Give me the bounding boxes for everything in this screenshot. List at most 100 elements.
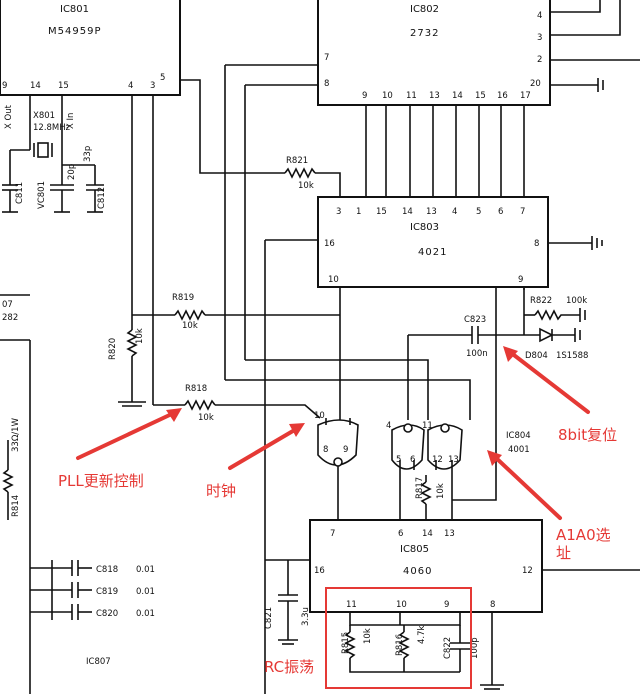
- c822-ref: C822: [443, 637, 453, 659]
- c812-value: 33p: [83, 146, 93, 162]
- r820-value: 10k: [135, 328, 145, 344]
- ic804-part: 4001: [508, 445, 530, 455]
- r815-ref: R815: [341, 632, 351, 654]
- r817-ref: R817: [415, 477, 425, 499]
- ic803-pin-16: 16: [324, 239, 335, 249]
- r814-note: 33Ω/1W: [11, 417, 21, 452]
- c821-value: 3.3u: [301, 607, 311, 626]
- ic801-pin-4: 4: [128, 81, 133, 91]
- r819-ref: R819: [172, 293, 194, 303]
- ic804: IC804 4001 10 8 9 4 5 6 11 12 13: [314, 411, 531, 520]
- ic802-pin-20: 20: [530, 79, 541, 89]
- crystal-section: X Out X In X801 12.8MHz C811 VC801 20p C…: [2, 95, 107, 213]
- ic802-part: 2732: [410, 28, 439, 39]
- bypass-caps: C818 0.01 C819 0.01 C820 0.01: [30, 560, 155, 620]
- ic805-pin-6: 6: [398, 529, 403, 539]
- r821: R821 10k: [180, 79, 341, 197]
- d804-ref: D804: [525, 351, 548, 361]
- c818-ref: C818: [96, 565, 118, 575]
- c820-value: 0.01: [136, 609, 155, 619]
- r822-value: 100k: [566, 296, 587, 306]
- ic801-pin-14: 14: [30, 81, 41, 91]
- ic804-pin-6: 6: [410, 455, 415, 465]
- ic801-part: M54959P: [48, 26, 101, 37]
- ic802-pin-10: 10: [382, 91, 393, 101]
- c811-ref: C811: [15, 182, 25, 204]
- ic802-to-ic803-bus: [365, 105, 525, 197]
- annotation-a1a0: A1A0选 址: [487, 450, 611, 562]
- ic802-pin-8: 8: [324, 79, 329, 89]
- ic802-pin-17: 17: [520, 91, 531, 101]
- c821-ref: C821: [264, 607, 274, 629]
- reset-network: R822 100k C823 100n D804 1S1588: [407, 287, 588, 420]
- r816-value: 4.7k: [417, 625, 427, 644]
- ic804-pin-10: 10: [314, 411, 325, 421]
- annotation-clock: 时钟: [206, 423, 305, 500]
- vc801-value: 20p: [67, 164, 77, 180]
- d804-value: 1S1588: [556, 351, 588, 361]
- vc801-ref: VC801: [37, 181, 47, 209]
- ic802-pin-14: 14: [452, 91, 463, 101]
- ic802-pin-13: 13: [429, 91, 440, 101]
- annotation-rc-label: RC振荡: [264, 658, 314, 676]
- ic803-pin-4: 4: [452, 207, 457, 217]
- ic802-pin-11: 11: [406, 91, 417, 101]
- ic804-pin-13: 13: [448, 455, 459, 465]
- ic801-ref: IC801: [60, 4, 89, 15]
- r818-value: 10k: [198, 413, 214, 423]
- ic804-pin-12: 12: [432, 455, 443, 465]
- c818-value: 0.01: [136, 565, 155, 575]
- c820-ref: C820: [96, 609, 118, 619]
- r821-ref: R821: [286, 156, 308, 166]
- ic803-pin-3: 3: [336, 207, 341, 217]
- ic805-pin-13: 13: [444, 529, 455, 539]
- c823-ref: C823: [464, 315, 486, 325]
- r819: R819 10k: [132, 293, 340, 331]
- ic802: IC802 2732 4 3 2 20 7 8 9 10 11 13 14 15…: [317, 0, 640, 106]
- r820-ref: R820: [108, 338, 118, 360]
- ic805-pin-7: 7: [330, 529, 335, 539]
- ic802-pin-4: 4: [537, 11, 542, 21]
- address-lines: [225, 287, 525, 501]
- x801-value: 12.8MHz: [33, 123, 71, 133]
- annotation-reset-label: 8bit复位: [558, 426, 617, 444]
- r820: R820 10k: [108, 297, 146, 407]
- left-partial-circuit: 07 282 33Ω/1W R814: [0, 294, 31, 694]
- ic801-pin-5: 5: [160, 73, 165, 83]
- ic802-pin-16: 16: [497, 91, 508, 101]
- x801-pin-a: X Out: [4, 104, 14, 129]
- ic803-part: 4021: [418, 247, 447, 258]
- r814-ref: R814: [11, 495, 21, 517]
- ic801-signal-lines: [131, 64, 318, 560]
- ic801-pin-9: 9: [2, 81, 7, 91]
- annotation-a1a0-label-1: A1A0选: [556, 526, 611, 544]
- r821-value: 10k: [298, 181, 314, 191]
- ic805-pin-14: 14: [422, 529, 433, 539]
- x801-ref: X801: [33, 111, 55, 121]
- left-partial-part: 282: [2, 313, 18, 323]
- ic801-pin-15: 15: [58, 81, 69, 91]
- r819-value: 10k: [182, 321, 198, 331]
- ic803-pin-5: 5: [476, 207, 481, 217]
- ic801-pin-3: 3: [150, 81, 155, 91]
- ic803-pin-15: 15: [376, 207, 387, 217]
- r822-ref: R822: [530, 296, 552, 306]
- c821: C821 3.3u: [264, 559, 311, 694]
- ic805-pin-12: 12: [522, 566, 533, 576]
- ic802-pin-7: 7: [324, 53, 329, 63]
- ic804-pin-11: 11: [422, 421, 433, 431]
- ic804-pin-4: 4: [386, 421, 391, 431]
- ic802-pin-9: 9: [362, 91, 367, 101]
- c819-value: 0.01: [136, 587, 155, 597]
- ic805-pin-16: 16: [314, 566, 325, 576]
- annotation-pll-label: PLL更新控制: [58, 472, 144, 490]
- r818-ref: R818: [185, 384, 207, 394]
- ic805-pin-11: 11: [346, 600, 357, 610]
- ic803-pin-1: 1: [356, 207, 361, 217]
- ic803-pin-7: 7: [520, 207, 525, 217]
- c823-value: 100n: [466, 349, 488, 359]
- annotation-a1a0-label-2: 址: [556, 544, 571, 562]
- ic804-ref: IC804: [506, 431, 531, 441]
- left-partial-ref: 07: [2, 300, 13, 310]
- annotation-clock-label: 时钟: [206, 482, 236, 500]
